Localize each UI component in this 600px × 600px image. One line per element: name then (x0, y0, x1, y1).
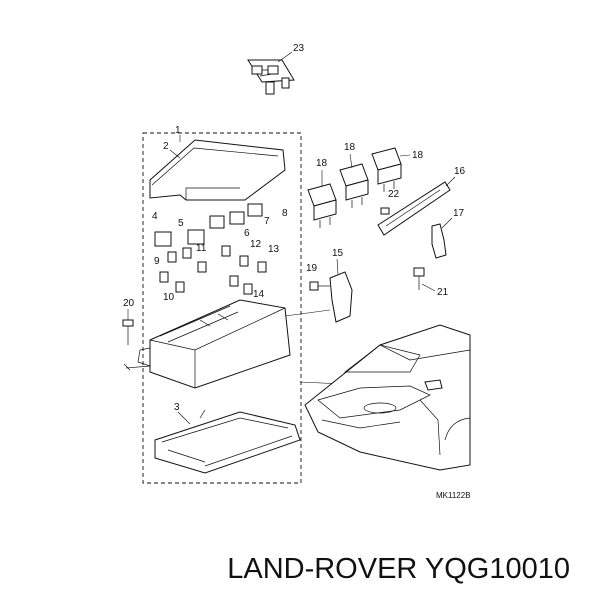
callout-9: 9 (154, 256, 160, 267)
screw-21-icon (413, 267, 425, 290)
callout-11: 11 (196, 243, 207, 254)
callout-19: 19 (306, 263, 318, 274)
callout-15: 15 (332, 248, 344, 259)
callout-7: 7 (264, 216, 270, 227)
fuse-23-icon (247, 51, 295, 95)
screw-20-icon (122, 319, 134, 345)
callout-16: 16 (454, 166, 466, 177)
fuse-box-cover-icon (149, 139, 286, 201)
fuse-box-group-outline (142, 132, 302, 484)
callout-12: 12 (250, 239, 262, 250)
callout-18-left: 18 (316, 158, 328, 169)
callout-3: 3 (174, 402, 180, 413)
callout-4: 4 (152, 211, 158, 222)
relay-18-icon (307, 147, 402, 228)
fuse-box-base-icon (154, 409, 301, 474)
bracket-16-icon (377, 181, 451, 236)
reference-code: MK1122B (436, 491, 471, 500)
callout-20: 20 (123, 298, 135, 309)
screw-22-icon (380, 207, 390, 215)
callout-17: 17 (453, 208, 465, 219)
bracket-15-icon (329, 271, 353, 323)
fuse-box-body-icon (123, 299, 331, 389)
callout-1: 1 (175, 125, 181, 136)
callout-13: 13 (268, 244, 280, 255)
callout-5: 5 (178, 218, 184, 229)
callout-23: 23 (293, 43, 305, 54)
callout-21: 21 (437, 287, 449, 298)
callout-8: 8 (282, 208, 288, 219)
part-number-caption: LAND-ROVER YQG10010 (227, 553, 570, 585)
callout-6: 6 (244, 228, 250, 239)
callout-14: 14 (253, 289, 265, 300)
relay-set-icon (154, 203, 267, 295)
callout-18-middle: 18 (344, 142, 356, 153)
callout-18-right: 18 (412, 150, 424, 161)
screw-19-icon (309, 281, 330, 291)
callout-22: 22 (388, 189, 400, 200)
callout-10: 10 (163, 292, 175, 303)
car-front-view-icon (304, 324, 471, 471)
callout-2: 2 (163, 141, 169, 152)
bracket-17-icon (431, 223, 447, 259)
